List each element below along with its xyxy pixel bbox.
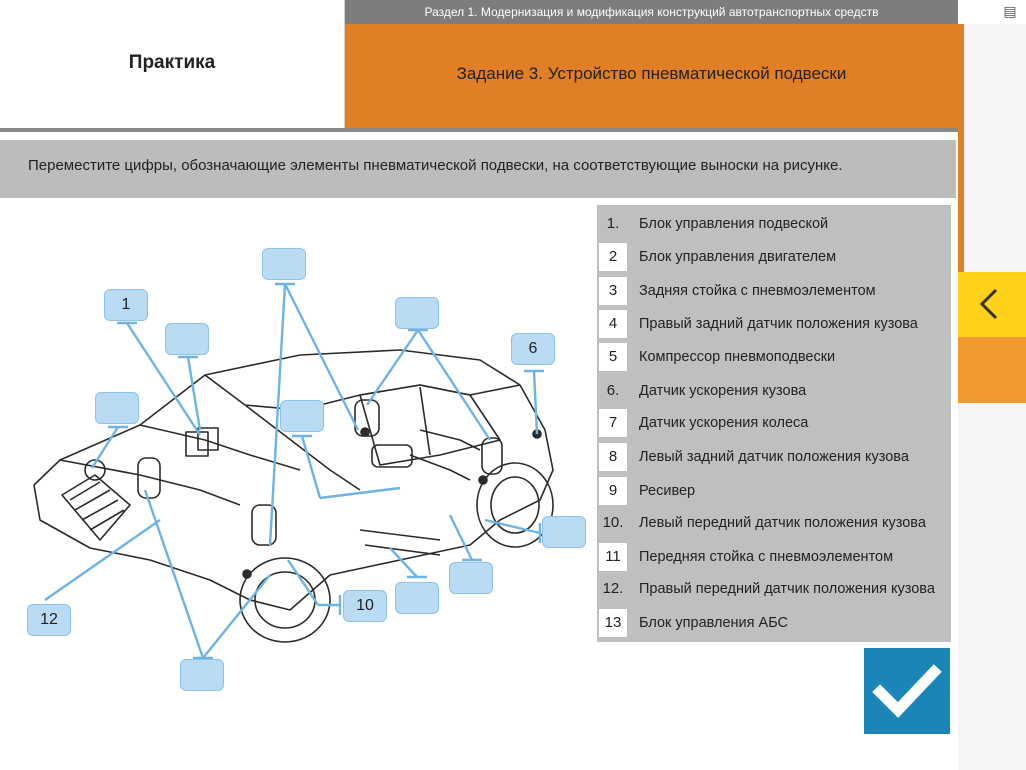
callout-box[interactable] [395, 297, 439, 329]
callout-box[interactable] [280, 400, 324, 432]
callout-box[interactable] [180, 659, 224, 691]
callout-box[interactable] [165, 323, 209, 355]
legend-item[interactable]: 5 Компрессор пневмоподвески [597, 341, 951, 374]
chevron-left-icon [979, 288, 998, 320]
legend-label: Правый передний датчик положения кузова [639, 581, 935, 597]
instruction-panel [0, 140, 956, 198]
callout-box[interactable]: 10 [343, 590, 387, 622]
callout-box[interactable] [95, 392, 139, 424]
callout-box[interactable] [262, 248, 306, 280]
legend-item[interactable]: 7 Датчик ускорения колеса [597, 407, 951, 440]
legend-item[interactable]: 2 Блок управления двигателем [597, 241, 951, 274]
accent-strip [958, 24, 964, 274]
legend-label: Блок управления двигателем [639, 249, 837, 265]
task-title: Задание 3. Устройство пневматической под… [456, 64, 847, 83]
legend-number[interactable]: 10. [602, 514, 624, 531]
legend-number[interactable]: 4 [599, 310, 627, 338]
header-divider [0, 128, 958, 132]
side-panel-orange [958, 337, 1026, 403]
back-button[interactable] [958, 272, 1026, 337]
legend-item[interactable]: 11 Передняя стойка с пневмоэлементом [597, 541, 951, 574]
legend-item[interactable]: 4 Правый задний датчик положения кузова [597, 308, 951, 341]
legend-label: Левый задний датчик положения кузова [639, 449, 909, 465]
legend-label: Блок управления АБС [639, 615, 789, 631]
legend-label: Задняя стойка с пневмоэлементом [639, 283, 876, 299]
practice-header [0, 0, 345, 128]
legend-number[interactable]: 6. [606, 382, 620, 399]
legend-label: Левый передний датчик положения кузова [639, 515, 926, 531]
suspension-diagram: 1 6 10 12 [0, 205, 595, 765]
callout-box[interactable] [395, 582, 439, 614]
legend-number[interactable]: 11 [599, 543, 627, 571]
callout-box[interactable]: 1 [104, 289, 148, 321]
legend-label: Блок управления подвеской [639, 216, 829, 232]
legend-label: Передняя стойка с пневмоэлементом [639, 549, 894, 565]
legend-item[interactable]: 10. Левый передний датчик положения кузов… [597, 507, 951, 540]
legend-number[interactable]: 8 [599, 443, 627, 471]
legend-item[interactable]: 12. Правый передний датчик положения кузо… [597, 573, 951, 606]
legend-number[interactable]: 1. [606, 215, 620, 232]
legend-number[interactable]: 9 [599, 477, 627, 505]
task-header [345, 24, 958, 129]
legend-label: Датчик ускорения кузова [639, 383, 807, 399]
legend-number[interactable]: 2 [599, 243, 627, 271]
legend-label: Компрессор пневмоподвески [639, 349, 836, 365]
checkmark-icon [872, 664, 942, 718]
check-answer-button[interactable] [864, 648, 950, 734]
legend-label: Ресивер [639, 483, 696, 499]
callout-box[interactable] [542, 516, 586, 548]
callout-box[interactable]: 6 [511, 333, 555, 365]
legend-number[interactable]: 12. [602, 580, 624, 597]
legend-label: Датчик ускорения колеса [639, 415, 809, 431]
practice-label: Практика [128, 52, 216, 73]
callout-box[interactable] [449, 562, 493, 594]
legend-number[interactable]: 7 [599, 409, 627, 437]
car-illustration [33, 282, 554, 660]
instruction-text: Переместите цифры, обозначающие элементы… [28, 157, 843, 174]
legend-item[interactable]: 13 Блок управления АБС [597, 607, 951, 640]
window-title: Раздел 1. Модернизация и модификация кон… [345, 0, 958, 24]
legend-item[interactable]: 3 Задняя стойка с пневмоэлементом [597, 275, 951, 308]
legend-item[interactable]: 9 Ресивер [597, 475, 951, 508]
legend-item[interactable]: 8 Левый задний датчик положения кузова [597, 441, 951, 474]
legend-label: Правый задний датчик положения кузова [639, 316, 918, 332]
callout-box[interactable]: 12 [27, 604, 71, 636]
window-menu-icon[interactable]: ▤ [1003, 3, 1017, 19]
legend-item[interactable]: 6. Датчик ускорения кузова [597, 375, 951, 408]
legend-item[interactable]: 1. Блок управления подвеской [597, 208, 951, 241]
legend-number[interactable]: 3 [599, 277, 627, 305]
legend-number[interactable]: 5 [599, 343, 627, 371]
legend-number[interactable]: 13 [599, 609, 627, 637]
